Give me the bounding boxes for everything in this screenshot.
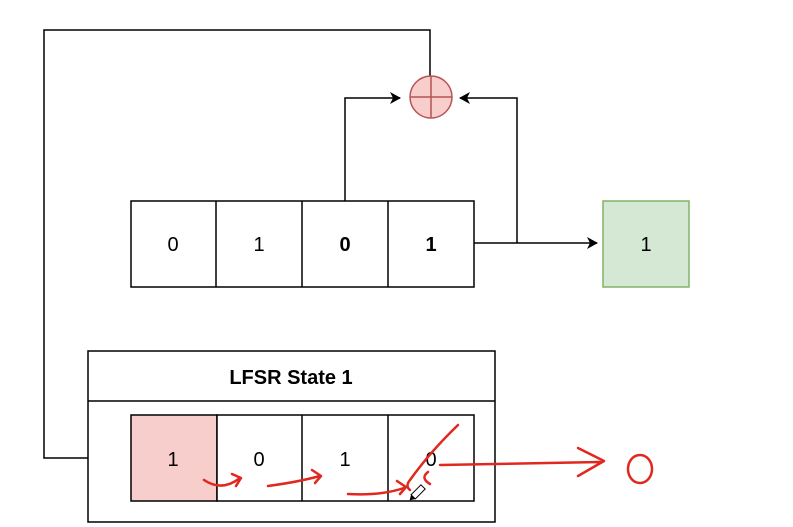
pencil-cursor-icon [409,484,426,501]
state-cell-2: 0 [253,449,264,471]
lfsr-state-panel: LFSR State 1 1 0 1 0 [87,350,496,523]
feedback-loop-line [43,29,431,464]
tap-line-cell4 [459,92,518,243]
register-cell-4: 1 [425,234,436,256]
state-cell-1: 1 [167,449,178,471]
shift-out-arrow [423,446,606,486]
state-panel-title: LFSR State 1 [229,367,352,389]
shifted-out-value: 0 [690,479,691,481]
handwritten-annotations [202,423,654,496]
shift-arrow-3 [346,479,408,496]
feedback-wires [43,29,598,464]
state-cell-4: 0 [425,449,436,471]
shift-arrow-1 [202,472,243,488]
strike-mark [406,423,460,492]
tap-line-cell3 [344,92,401,201]
register-cell-1: 0 [167,234,178,256]
shifted-out-zero-mark [626,453,654,485]
register-cell-2: 1 [253,234,264,256]
output-bit-box: 1 [602,200,690,288]
shift-register: 0 1 0 1 [130,200,475,288]
xor-gate-icon [409,75,453,119]
register-cell-3: 0 [339,234,350,256]
state-cell-3: 1 [339,449,350,471]
output-bit-value: 1 [640,234,651,256]
shift-arrow-2 [266,468,323,488]
